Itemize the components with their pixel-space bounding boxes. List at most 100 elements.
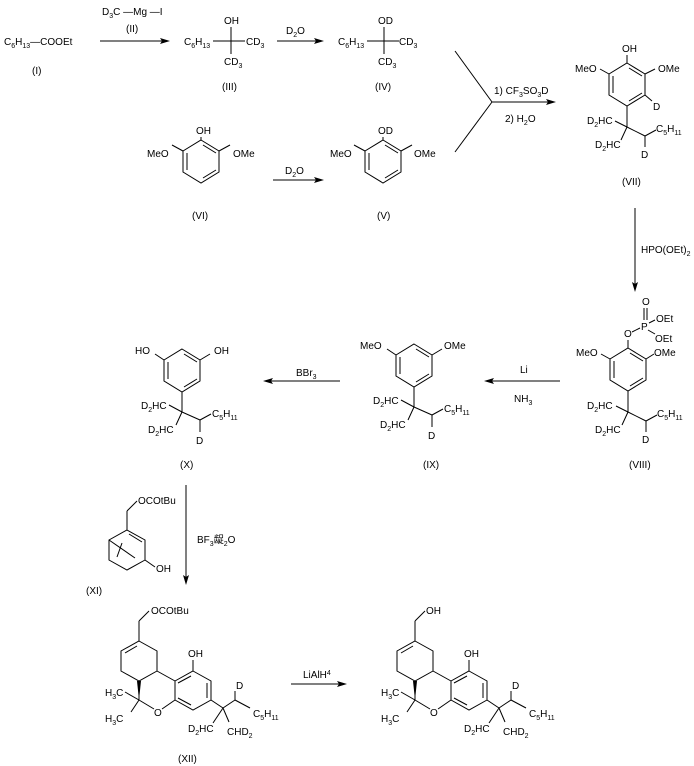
svg-text:CD3: CD3 <box>246 37 264 50</box>
compound-label: (I) <box>32 66 41 77</box>
svg-text:MeO: MeO <box>360 341 382 352</box>
svg-text:D2HC: D2HC <box>595 425 621 438</box>
svg-text:OCOtBu: OCOtBu <box>138 496 176 507</box>
svg-text:D: D <box>236 681 243 692</box>
svg-text:D2HC: D2HC <box>141 401 167 414</box>
compound-III: OH C6H13 CD3 CD3 (III) <box>184 16 264 93</box>
svg-text:BBr3: BBr3 <box>296 368 317 381</box>
compound-label: (V) <box>377 211 390 222</box>
svg-text:C5H11: C5H11 <box>212 409 238 422</box>
compound-X: HO OH D2HC D2HC D C5H11 (X) <box>135 346 238 471</box>
svg-text:O: O <box>154 708 162 719</box>
svg-text:OH: OH <box>622 44 637 55</box>
compound-label: (X) <box>180 460 193 471</box>
compound-I: C6H13—COOEt (I) <box>4 37 73 77</box>
svg-text:MeO: MeO <box>147 149 169 160</box>
compound-label: (IV) <box>375 82 391 93</box>
svg-text:D2HC: D2HC <box>188 724 214 737</box>
compound-VII: OH MeO OMe D D2HC D2HC D C5H11 (VII) <box>575 44 682 188</box>
svg-text:CD3: CD3 <box>224 57 242 70</box>
reaction-arrow-step3: D2O <box>273 166 324 183</box>
svg-text:OEt: OEt <box>655 334 672 345</box>
svg-text:OH: OH <box>156 564 171 575</box>
svg-text:OH: OH <box>426 606 441 617</box>
svg-text:H3C: H3C <box>105 714 123 727</box>
svg-text:D: D <box>428 431 435 442</box>
compound-VIII: O P OEt OEt O MeO OMe D2HC D2HC D C5H11 … <box>576 297 683 471</box>
svg-text:D: D <box>642 435 649 446</box>
svg-text:OMe: OMe <box>444 341 466 352</box>
reaction-arrow-step2: D2O <box>277 26 324 44</box>
compound-label: (XI) <box>86 586 102 597</box>
svg-text:C6H13—COOEt: C6H13—COOEt <box>4 37 73 50</box>
svg-text:D3C —Mg —I: D3C —Mg —I <box>102 7 163 20</box>
svg-text:MeO: MeO <box>576 348 598 359</box>
svg-text:D: D <box>641 150 648 161</box>
svg-text:D2HC: D2HC <box>148 425 174 438</box>
svg-text:2) H2O: 2) H2O <box>505 114 536 127</box>
svg-text:CD3: CD3 <box>378 57 396 70</box>
svg-text:D: D <box>512 681 519 692</box>
svg-text:OMe: OMe <box>414 149 436 160</box>
svg-text:OMe: OMe <box>233 149 255 160</box>
svg-text:OH: OH <box>188 649 203 660</box>
compound-VI: OH MeO OMe (VI) <box>147 126 255 222</box>
compound-label: (VII) <box>622 177 641 188</box>
compound-XI: OCOtBu OH (XI) <box>86 496 176 597</box>
svg-text:D2HC: D2HC <box>373 396 399 409</box>
svg-text:H3C: H3C <box>105 688 123 701</box>
svg-text:OCOtBu: OCOtBu <box>151 606 189 617</box>
svg-text:CD3: CD3 <box>399 37 417 50</box>
compound-label: (III) <box>222 82 237 93</box>
svg-text:LiAlH4: LiAlH4 <box>303 670 331 681</box>
svg-text:OH: OH <box>224 16 239 27</box>
compound-IV: OD C6H13 CD3 CD3 (IV) <box>338 16 417 93</box>
svg-text:Li: Li <box>520 365 528 376</box>
svg-text:C5H11: C5H11 <box>656 124 682 137</box>
svg-text:HPO(OEt)2: HPO(OEt)2 <box>641 245 691 258</box>
compound-XII: OCOtBu O OH H3C H3C D C5H11 D2HC CHD2 <box>105 606 279 765</box>
svg-text:C5H11: C5H11 <box>657 409 683 422</box>
svg-text:OH: OH <box>464 649 479 660</box>
svg-text:(II): (II) <box>126 24 138 35</box>
svg-text:HO: HO <box>135 346 150 357</box>
svg-text:H3C: H3C <box>381 688 399 701</box>
svg-text:OEt: OEt <box>656 314 673 325</box>
svg-text:C6H13: C6H13 <box>338 37 364 50</box>
svg-text:D2HC: D2HC <box>464 724 490 737</box>
svg-text:D: D <box>653 102 660 113</box>
reaction-arrow-step1: D3C —Mg —I (II) <box>100 7 170 44</box>
reaction-arrow-step4: 1) CF3SO3D 2) H2O <box>454 50 556 153</box>
compound-label: (XII) <box>178 754 197 765</box>
svg-text:1) CF3SO3D: 1) CF3SO3D <box>494 86 549 99</box>
svg-text:D2HC: D2HC <box>587 401 613 414</box>
svg-text:D2HC: D2HC <box>587 116 613 129</box>
svg-text:MeO: MeO <box>330 149 352 160</box>
svg-text:P: P <box>641 322 648 333</box>
compound-IX: MeO OMe D2HC D2HC D C5H11 (IX) <box>360 341 470 471</box>
svg-text:OD: OD <box>378 16 393 27</box>
compound-label: (IX) <box>423 460 439 471</box>
reaction-arrow-step6: Li NH3 <box>484 365 560 407</box>
svg-text:O: O <box>430 708 438 719</box>
svg-text:OMe: OMe <box>658 64 680 75</box>
svg-text:O: O <box>642 297 650 308</box>
svg-text:C5H11: C5H11 <box>529 709 555 722</box>
svg-text:C5H11: C5H11 <box>444 404 470 417</box>
svg-text:H3C: H3C <box>381 714 399 727</box>
reaction-arrow-step7: BBr3 <box>263 368 340 384</box>
svg-text:CHD2: CHD2 <box>503 727 529 740</box>
compound-label: (VIII) <box>629 460 651 471</box>
svg-text:D2O: D2O <box>286 26 305 39</box>
compound-V: OD MeO OMe (V) <box>330 126 436 222</box>
svg-text:MeO: MeO <box>575 64 597 75</box>
svg-text:OD: OD <box>378 126 393 137</box>
svg-text:OMe: OMe <box>654 348 676 359</box>
compound-final: OH O OH H3C H3C D C5H11 D2HC CHD2 <box>381 606 555 740</box>
svg-text:OH: OH <box>214 346 229 357</box>
svg-text:BF3龊2O: BF3龊2O <box>197 534 236 548</box>
svg-text:D: D <box>196 436 203 447</box>
reaction-arrow-step5: HPO(OEt)2 <box>632 208 691 292</box>
svg-text:O: O <box>624 329 632 340</box>
